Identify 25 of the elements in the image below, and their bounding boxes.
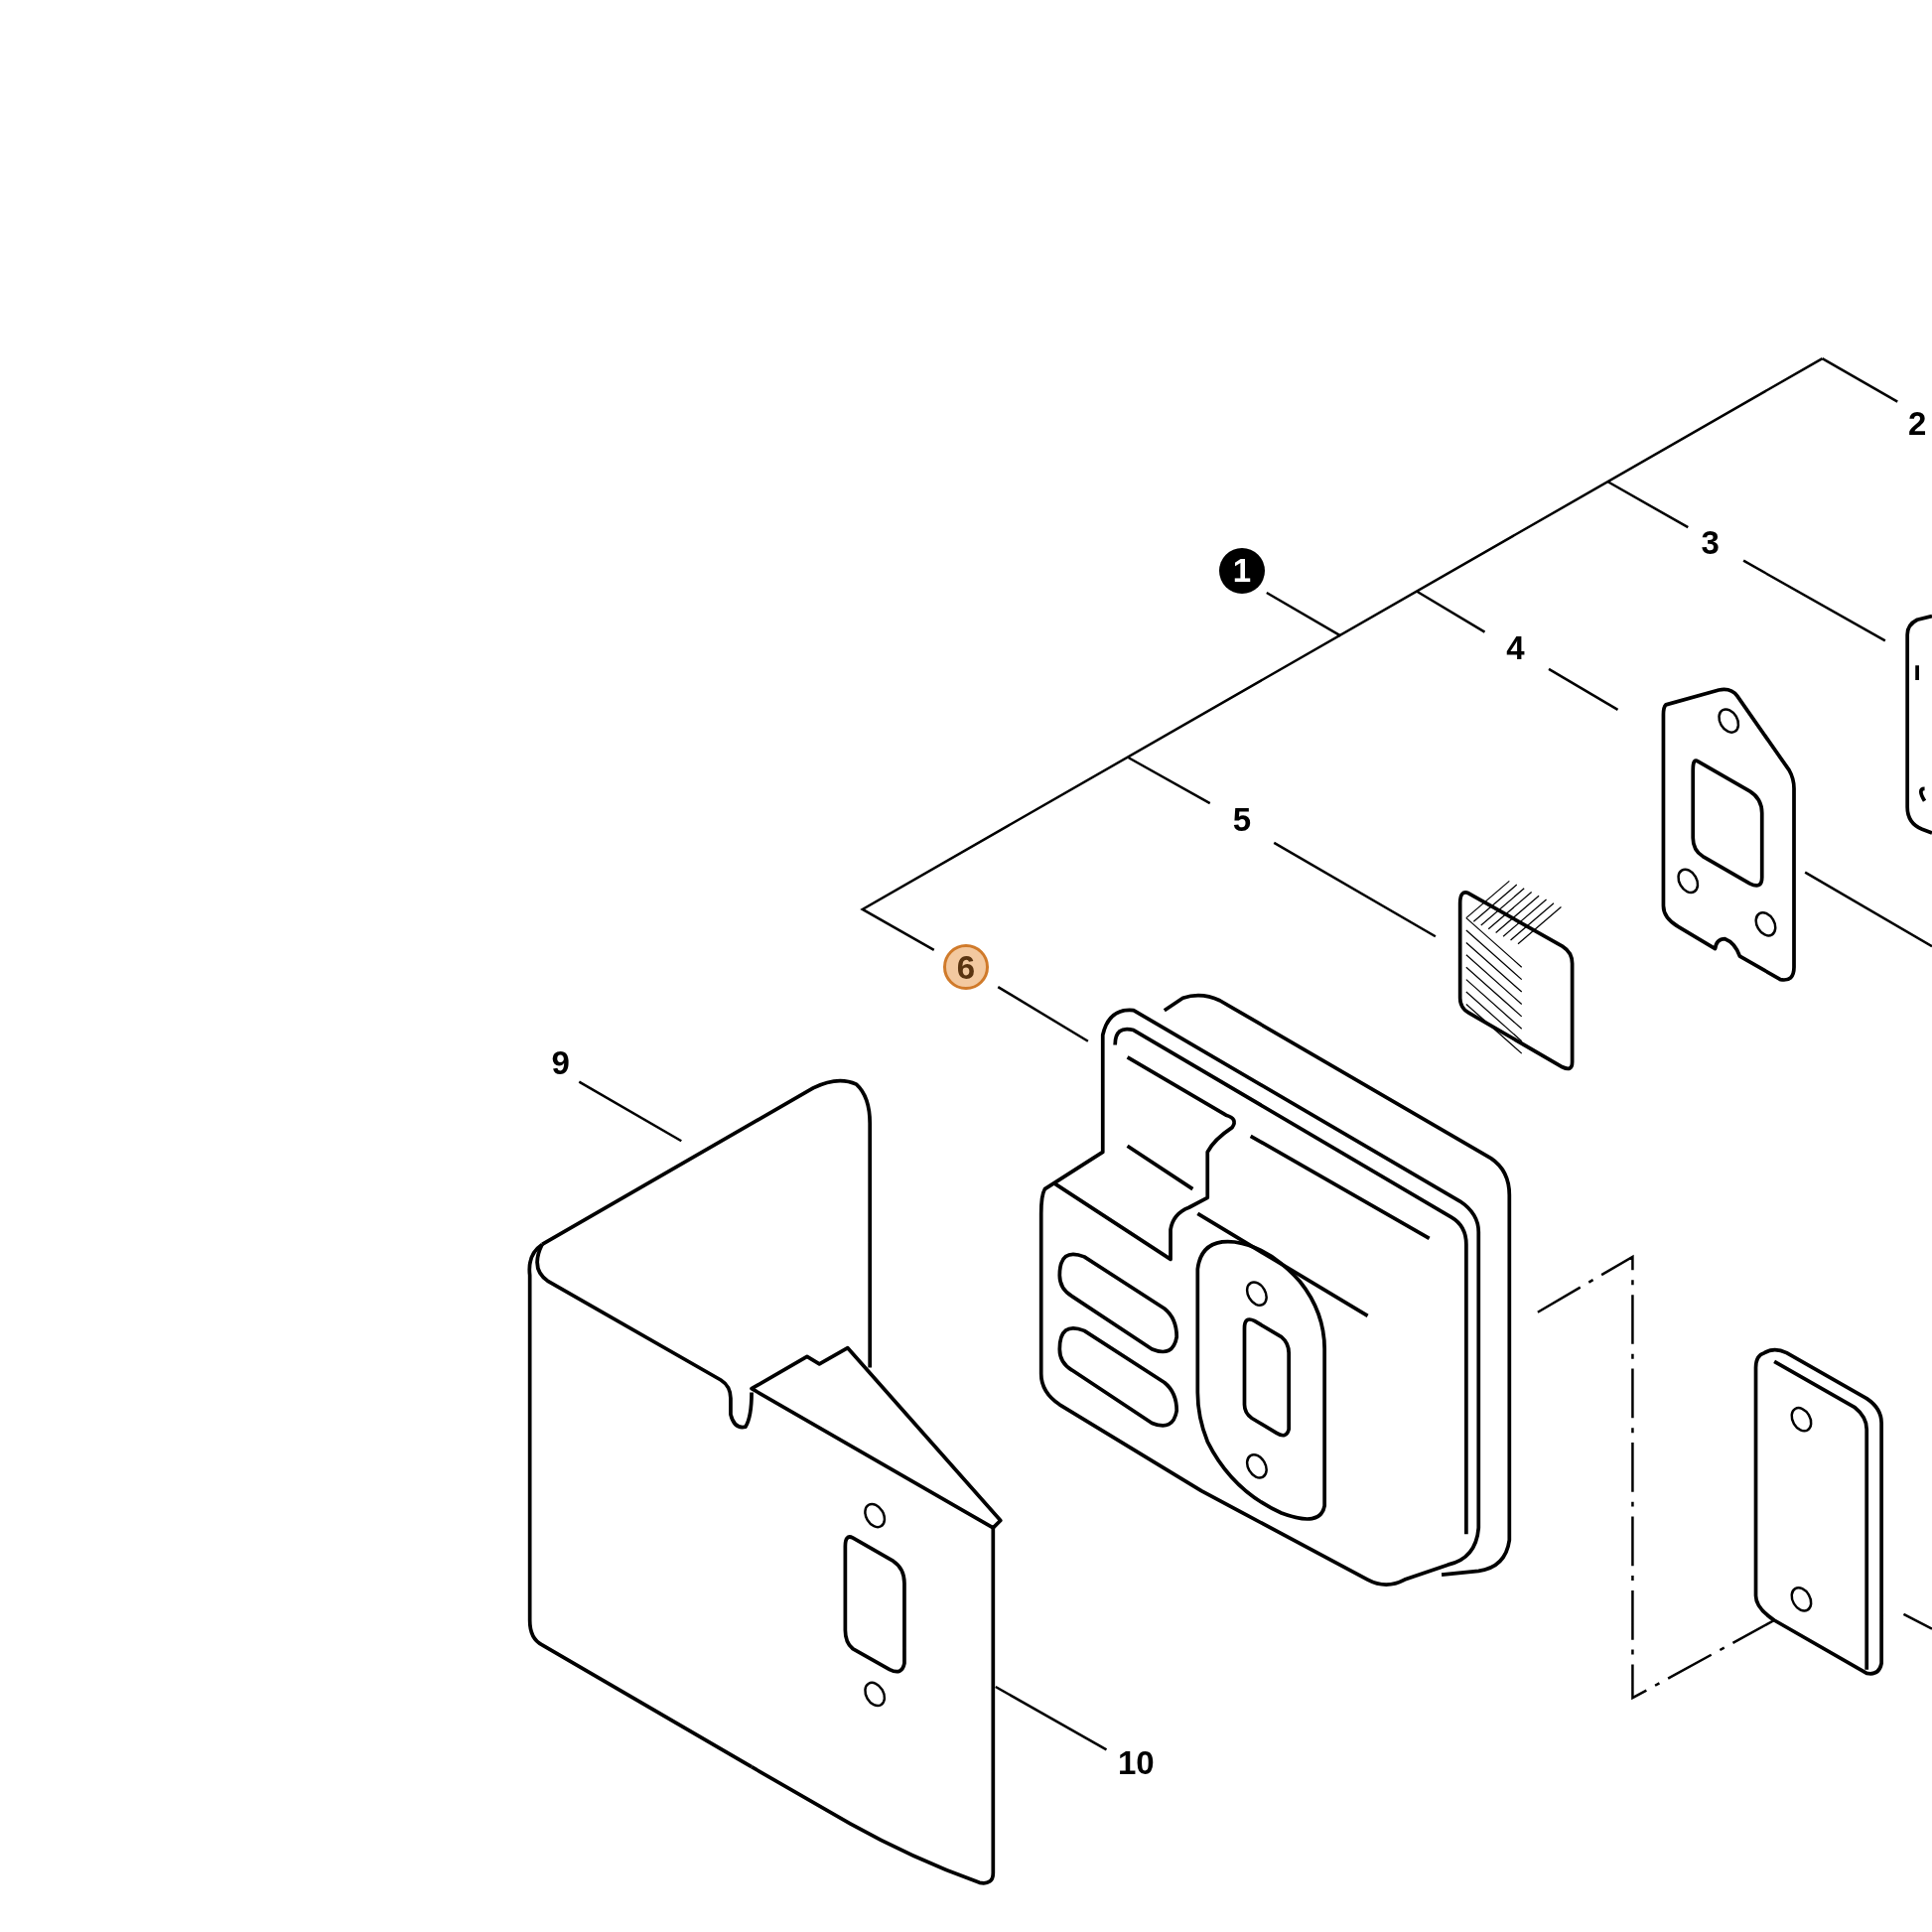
muffler-drawing — [1038, 993, 1512, 1587]
leader-line — [997, 986, 1089, 1042]
spacer-plate-drawing — [1753, 1347, 1883, 1676]
cover-plate-drawing — [750, 1345, 1003, 1885]
callout-number: 6 — [943, 944, 989, 991]
leader-line — [1273, 841, 1437, 938]
callout-number: 3 — [1701, 525, 1720, 559]
leader-line — [1742, 559, 1886, 642]
leader-line — [1266, 591, 1341, 637]
callout-number: 10 — [1117, 1745, 1155, 1779]
muffler-bracket-drawing — [1905, 614, 1932, 835]
callout-number: 2 — [1907, 406, 1927, 440]
leader-line — [1548, 667, 1619, 711]
gasket-drawing — [1661, 687, 1796, 982]
leader-line — [1821, 357, 1898, 403]
callout-number: 4 — [1506, 630, 1525, 664]
callout-number: 1 — [1219, 547, 1265, 594]
leader-line — [1902, 1612, 1932, 1630]
callout-number: 9 — [551, 1045, 570, 1079]
spark-screen-drawing — [1457, 880, 1575, 1071]
leader-line — [578, 1080, 682, 1143]
leader-line — [1804, 871, 1932, 948]
heat-shield-drawing — [527, 1078, 873, 1769]
callout-number: 5 — [1232, 802, 1252, 836]
leader-line — [995, 1685, 1108, 1751]
